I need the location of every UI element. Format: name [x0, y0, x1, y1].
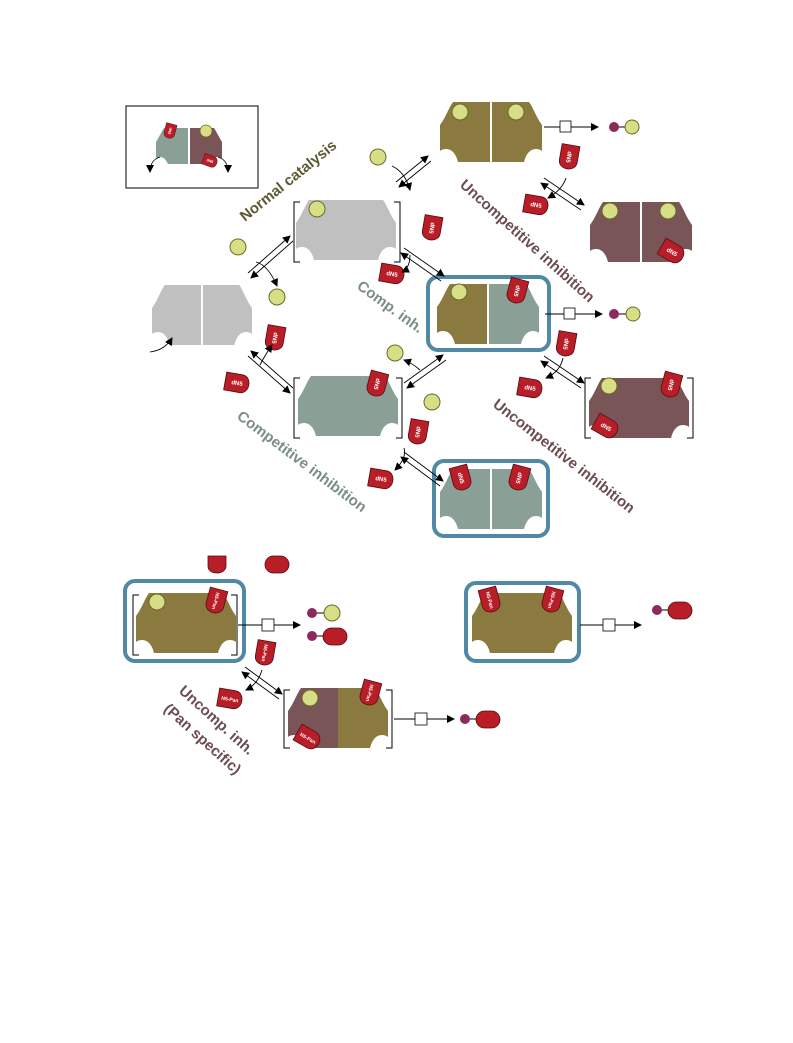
substrate	[507, 103, 525, 121]
free-enzyme	[152, 285, 252, 345]
esi-complex-highlighted	[426, 275, 641, 352]
pan-uncompetitive-complex: N5-Pan N5-Pan	[283, 678, 501, 750]
uncompetitive-complex-middle	[584, 370, 694, 442]
highlight-frame	[432, 459, 550, 538]
catalysis-step-box	[559, 120, 572, 133]
ei-complex	[293, 369, 403, 439]
substrate	[450, 283, 468, 301]
substrate	[423, 393, 441, 411]
substrate	[148, 593, 166, 611]
product	[609, 306, 641, 322]
product-substrate	[307, 604, 341, 622]
substrate	[451, 103, 469, 121]
pan-ess-complex: N5-Pan	[123, 579, 348, 663]
product	[609, 119, 640, 135]
ess-complex	[440, 102, 640, 162]
svg-text:N5-Pan: N5-Pan	[546, 591, 556, 609]
svg-text:N5-Pan: N5-Pan	[364, 684, 374, 702]
equilibrium-arrows	[247, 155, 585, 487]
substrate	[369, 148, 387, 166]
highlight-frame	[123, 579, 246, 663]
substrate	[268, 288, 286, 306]
svg-text:N5-Pan: N5-Pan	[210, 592, 220, 610]
pan-eii-complex: N5-Pan N5-Pan	[464, 581, 693, 663]
inhibitor-legend	[207, 555, 290, 574]
catalysis-step-box	[261, 618, 275, 632]
substrate	[308, 200, 326, 218]
es-complex	[293, 200, 401, 263]
eii-complex-highlighted	[432, 459, 550, 538]
catalysis-step-box	[414, 712, 428, 726]
svg-text:N5-Pan: N5-Pan	[484, 591, 494, 609]
product-pan	[307, 627, 348, 646]
inset-substrate	[199, 124, 213, 138]
substrate	[301, 689, 319, 707]
inset-enzyme	[146, 122, 232, 173]
label-comp-inh: Comp. inh.	[354, 277, 427, 336]
substrate	[601, 202, 619, 220]
substrate	[386, 344, 404, 362]
substrate	[229, 238, 247, 256]
catalysis-step-box	[602, 618, 616, 632]
svg-text:N5-Pan: N5-Pan	[260, 644, 269, 662]
substrate	[600, 377, 618, 395]
catalysis-step-box	[563, 307, 576, 320]
uncompetitive-complex-top	[590, 202, 692, 267]
inset-panel	[125, 105, 259, 189]
product-pan	[460, 710, 501, 729]
svg-text:N5-Pan: N5-Pan	[221, 696, 239, 705]
substrate	[659, 202, 677, 220]
highlight-frame	[464, 581, 581, 663]
product-pan	[652, 601, 693, 620]
